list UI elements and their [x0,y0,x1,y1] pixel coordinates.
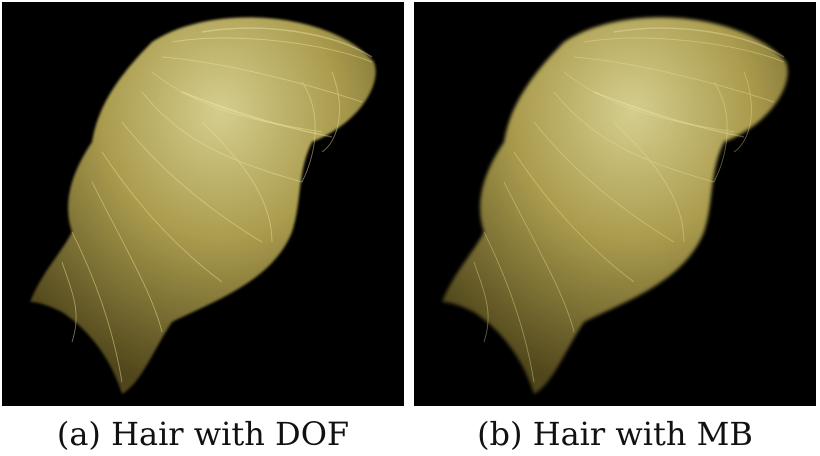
caption-dof: (a) Hair with DOF [56,415,350,453]
hair-highlight [181,27,373,138]
hair-highlight [593,27,785,138]
hair-render-dof [2,2,404,406]
hair-render-mb [414,2,816,406]
caption-mb: (b) Hair with MB [477,415,753,453]
hair-image-mb [442,17,788,395]
hair-strands [473,37,785,383]
hair-image-dof [30,17,376,395]
hair-strands [61,37,373,383]
hair-volume [30,17,376,395]
hair-volume [442,17,788,395]
